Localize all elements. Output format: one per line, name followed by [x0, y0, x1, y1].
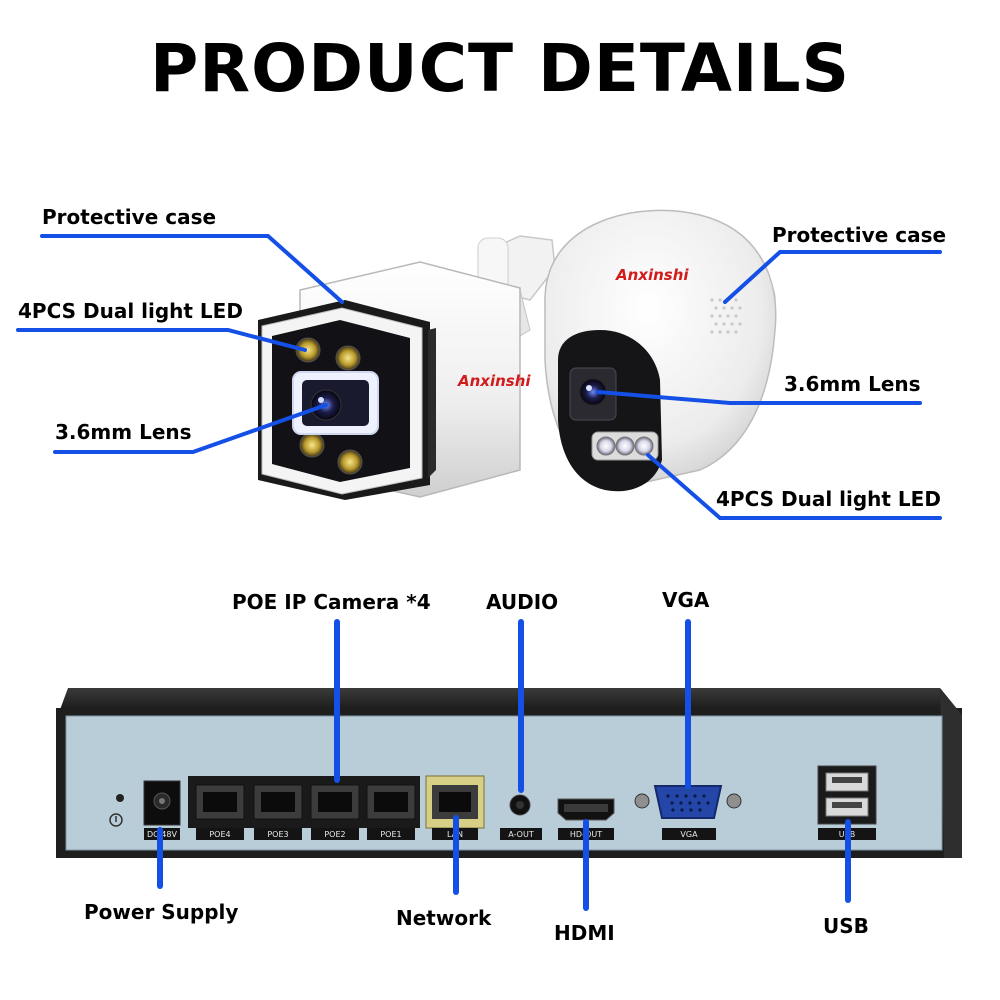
- bullet-led-label: 4PCS Dual light LED: [18, 299, 243, 323]
- poe3-port-label: POE3: [267, 830, 288, 839]
- dome-lens-label: 3.6mm Lens: [784, 372, 921, 396]
- hdmi-label: HDMI: [554, 921, 615, 945]
- dome-case-line: [723, 250, 942, 304]
- dome-led-line: [646, 453, 942, 520]
- aout-port-label: A-OUT: [508, 830, 534, 839]
- camera-callout-lines: [16, 234, 942, 520]
- poe2-port-label: POE2: [324, 830, 345, 839]
- bullet-brand-logo: Anxinshi: [457, 372, 531, 390]
- dome-brand-logo: Anxinshi: [615, 266, 689, 284]
- poe1-port-label: POE1: [380, 830, 401, 839]
- poe-camera-label: POE IP Camera *4: [232, 590, 431, 614]
- bullet-camera: Anxinshi: [258, 235, 556, 500]
- power-supply-label: Power Supply: [84, 900, 239, 924]
- dome-lens-line: [596, 390, 922, 405]
- dome-camera: Anxinshi: [544, 209, 777, 492]
- bullet-lens-label: 3.6mm Lens: [55, 420, 192, 444]
- usb-label: USB: [823, 914, 869, 938]
- vga-label: VGA: [662, 588, 710, 612]
- poe4-port-label: POE4: [209, 830, 230, 839]
- page-title: PRODUCT DETAILS: [149, 30, 851, 107]
- dome-led-label: 4PCS Dual light LED: [716, 487, 941, 511]
- nvr-device: DC 48V POE4 POE3 POE2 POE1: [56, 688, 962, 858]
- network-label: Network: [396, 906, 492, 930]
- bullet-lens-line: [53, 403, 328, 454]
- nvr-callout-lines: [157, 619, 851, 911]
- vga-port-label: VGA: [680, 830, 698, 839]
- audio-label: AUDIO: [486, 590, 559, 614]
- bullet-led-line: [16, 328, 307, 352]
- dome-protective-case-label: Protective case: [772, 223, 947, 247]
- bullet-protective-case-label: Protective case: [42, 205, 217, 229]
- bullet-case-line: [40, 234, 344, 304]
